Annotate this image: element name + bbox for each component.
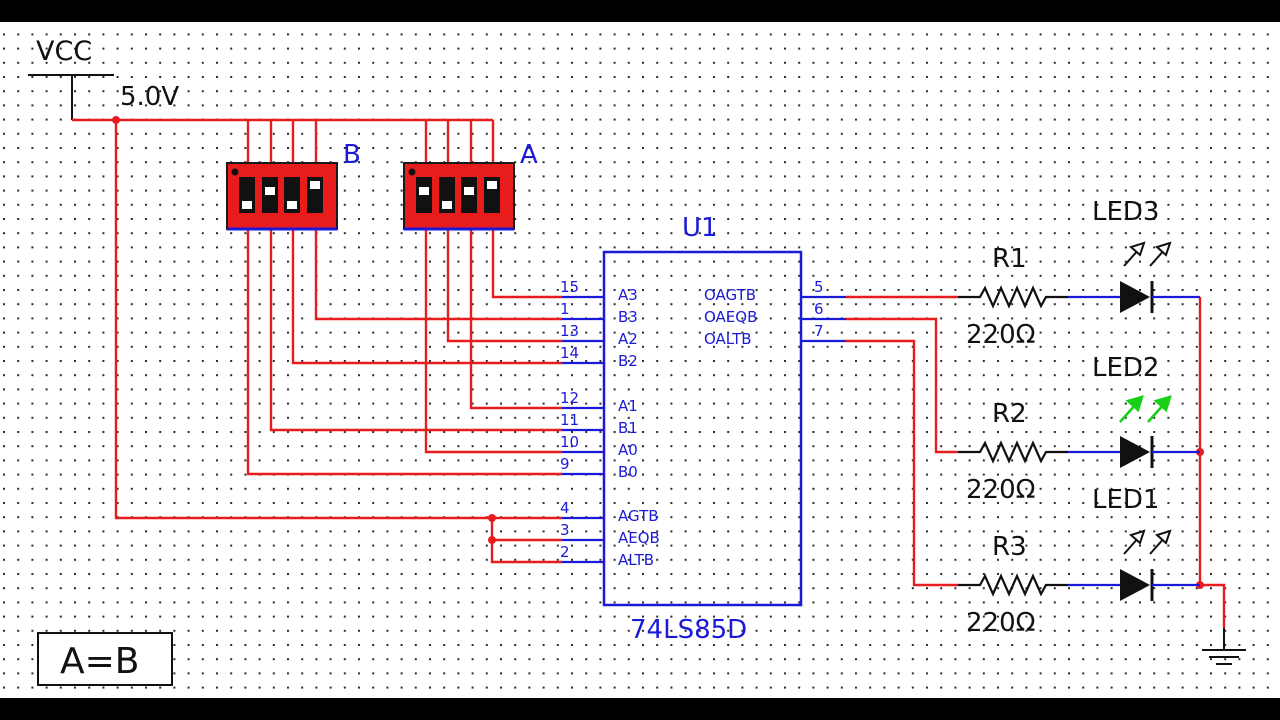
pin-num: 6 (814, 300, 824, 318)
pin-num: 1 (560, 300, 570, 318)
canvas-grid (0, 22, 1280, 698)
result-label-box: A=B (37, 632, 173, 686)
result-label: A=B (60, 641, 140, 682)
dip-switch-b[interactable]: B (226, 140, 361, 231)
chip-left-pin-labels: 15 A3 1 B3 13 A2 14 B2 12 A1 11 B1 10 A0… (560, 278, 660, 569)
led3-rays (1123, 241, 1172, 267)
pin-name: OALTB (704, 330, 752, 348)
pin-num: 13 (560, 322, 579, 340)
pin-num: 7 (814, 322, 824, 340)
resistor-r1-ref: R1 (992, 244, 1027, 274)
chip-ref: U1 (682, 213, 718, 243)
resistor-r1-value: 220Ω (966, 320, 1036, 350)
wires (72, 118, 1226, 628)
vcc-voltage: 5.0V (120, 82, 179, 112)
pin-num: 5 (814, 278, 824, 296)
led2[interactable]: LED2 (1092, 353, 1200, 468)
pin-name: A2 (618, 330, 638, 348)
resistor-r2-ref: R2 (992, 399, 1027, 429)
pin-name: B2 (618, 352, 638, 370)
chip-right-pins (801, 295, 846, 343)
dip-switch-b-label: B (343, 140, 361, 170)
led3-label: LED3 (1092, 197, 1159, 227)
chip-part: 74LS85D (630, 615, 747, 645)
resistor-r2-value: 220Ω (966, 475, 1036, 505)
pin-name: OAGTB (704, 286, 756, 304)
pin-name: A0 (618, 441, 638, 459)
pin-name: OAEQB (704, 308, 757, 326)
pin-name: A3 (618, 286, 638, 304)
pin-num: 14 (560, 344, 579, 362)
vcc-source[interactable]: VCC 5.0V (28, 36, 179, 120)
pin-name: B1 (618, 419, 638, 437)
pin-num: 15 (560, 278, 579, 296)
pin-num: 10 (560, 433, 579, 451)
pin-num: 3 (560, 521, 570, 539)
led1-label: LED1 (1092, 485, 1159, 515)
pin-name: ALTB (618, 551, 654, 569)
dip-switch-a-label: A (520, 140, 538, 170)
chip-u1[interactable]: U1 74LS85D 15 A3 1 B3 13 A2 14 B2 12 A1 … (560, 213, 846, 645)
ground-icon (1202, 628, 1246, 665)
led2-label: LED2 (1092, 353, 1159, 383)
led2-rays (1119, 395, 1172, 423)
led3[interactable]: LED3 (1092, 197, 1200, 313)
chip-left-pins (562, 295, 604, 564)
resistor-r1[interactable]: R1 220Ω (958, 244, 1120, 350)
led1[interactable]: LED1 (1092, 485, 1200, 601)
chip-body (602, 250, 803, 607)
pin-num: 4 (560, 499, 570, 517)
pin-num: 12 (560, 389, 579, 407)
chip-right-pin-labels: 5 OAGTB 6 OAEQB 7 OALTB (704, 278, 824, 348)
resistor-r3-ref: R3 (992, 532, 1027, 562)
resistor-r3-value: 220Ω (966, 608, 1036, 638)
vcc-label: VCC (36, 36, 92, 67)
resistor-r2[interactable]: R2 220Ω (958, 399, 1120, 505)
pin-name: B0 (618, 463, 638, 481)
pin-num: 11 (560, 411, 579, 429)
dip-switch-a[interactable]: A (403, 140, 538, 231)
pin-name: AEQB (618, 529, 660, 547)
pin-name: B3 (618, 308, 638, 326)
led1-rays (1123, 529, 1172, 555)
pin-num: 2 (560, 543, 570, 561)
pin-name: AGTB (618, 507, 659, 525)
pin-num: 9 (560, 455, 570, 473)
resistor-r3[interactable]: R3 220Ω (958, 532, 1120, 638)
pin-name: A1 (618, 397, 638, 415)
